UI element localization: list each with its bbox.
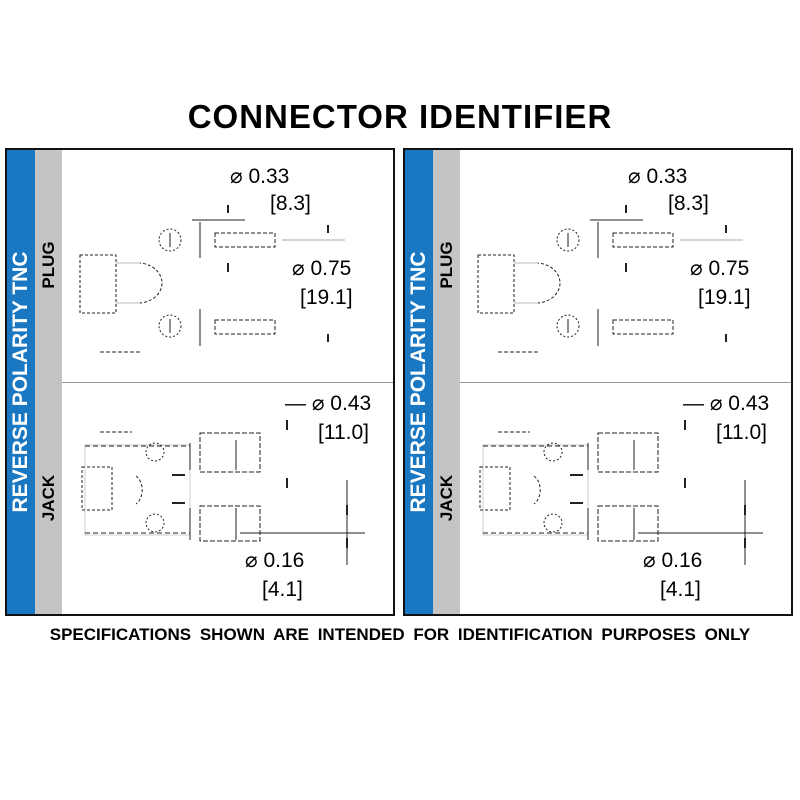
plug-outer-diameter-inch: ⌀ 0.75: [292, 257, 352, 280]
connector-drawing: [477, 205, 763, 565]
connector-panel-right: REVERSE POLARITY TNC PLUG JACK: [403, 148, 793, 616]
plug-outer-diameter-mm: [19.1]: [300, 286, 353, 309]
plug-diameter-mm: [8.3]: [270, 192, 311, 215]
jack-drawing: [479, 420, 763, 565]
jack-diameter-inch: — ⌀ 0.43: [285, 392, 372, 415]
jack-pin-diameter-inch: ⌀ 0.16: [643, 549, 703, 572]
plug-outer-diameter-inch: ⌀ 0.75: [690, 257, 750, 280]
plug-diameter-mm: [8.3]: [668, 192, 709, 215]
plug-diameter-inch: ⌀ 0.33: [628, 165, 688, 188]
jack-diameter-mm: [11.0]: [716, 421, 767, 444]
jack-pin-diameter-mm: [4.1]: [660, 578, 701, 601]
disclaimer-footer: SPECIFICATIONS SHOWN ARE INTENDED FOR ID…: [49, 625, 751, 644]
section-divider: [62, 382, 393, 383]
jack-pin-diameter-inch: ⌀ 0.16: [245, 549, 305, 572]
plug-drawing: [477, 205, 743, 353]
jack-diameter-inch: — ⌀ 0.43: [683, 392, 770, 415]
type-band: PLUG JACK: [433, 150, 460, 614]
connector-panel-left: REVERSE POLARITY TNC PLUG JACK: [5, 148, 395, 616]
family-band: REVERSE POLARITY TNC: [405, 150, 433, 614]
plug-diameter-inch: ⌀ 0.33: [230, 165, 290, 188]
page-title: CONNECTOR IDENTIFIER: [187, 98, 613, 135]
connector-drawing: [79, 205, 365, 565]
plug-outer-diameter-mm: [19.1]: [698, 286, 751, 309]
plug-drawing: [79, 205, 345, 353]
section-divider: [460, 382, 791, 383]
family-band: REVERSE POLARITY TNC: [7, 150, 35, 614]
jack-pin-diameter-mm: [4.1]: [262, 578, 303, 601]
jack-drawing: [81, 420, 365, 565]
type-band: PLUG JACK: [35, 150, 62, 614]
jack-diameter-mm: [11.0]: [318, 421, 369, 444]
